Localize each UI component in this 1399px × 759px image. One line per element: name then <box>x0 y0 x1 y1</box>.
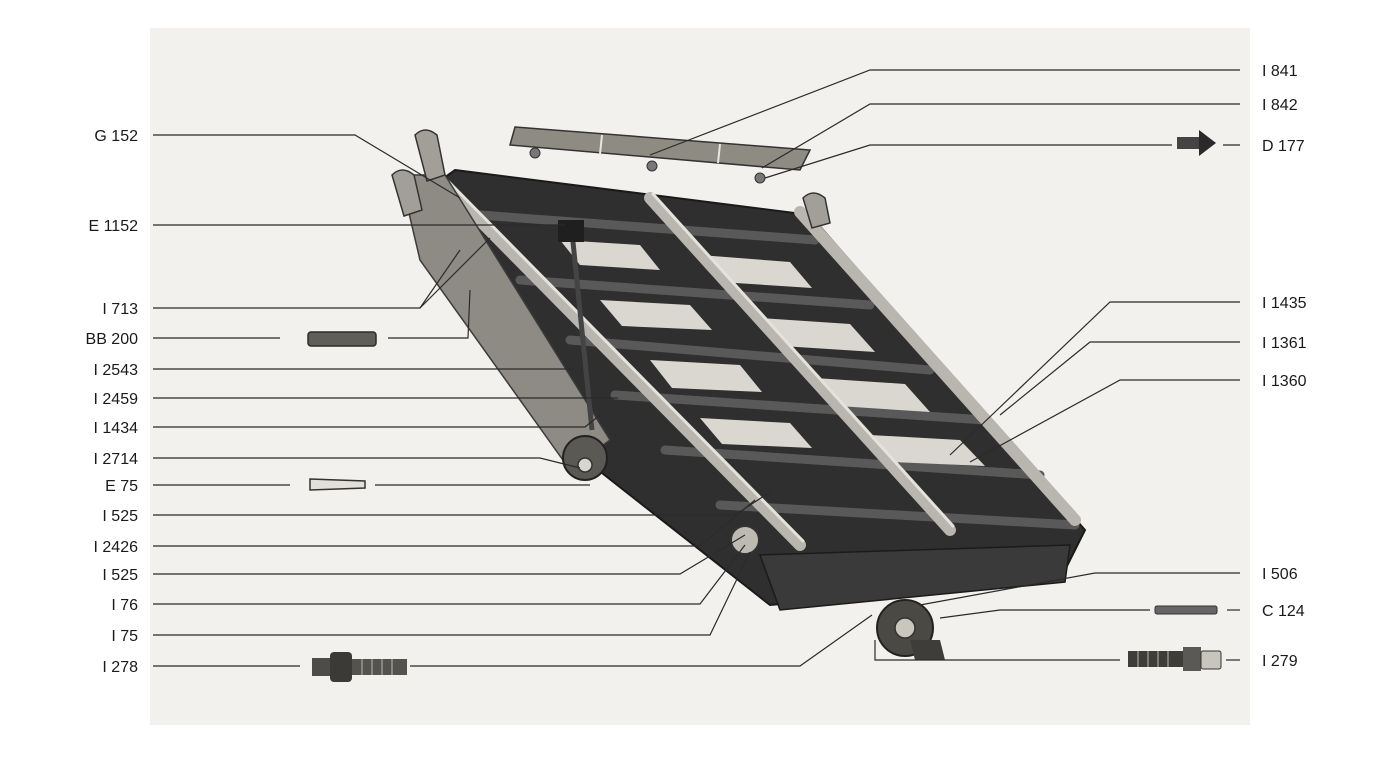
rail-highlights <box>441 174 955 543</box>
roller-hub <box>894 617 916 639</box>
roller-bracket <box>910 640 945 660</box>
label-i75: I 75 <box>111 628 138 645</box>
lower-deck <box>758 544 1071 611</box>
block-e1152 <box>558 220 584 242</box>
label-g152: G 152 <box>94 128 138 145</box>
label-e75: E 75 <box>105 478 138 495</box>
label-i2459: I 2459 <box>94 391 139 408</box>
label-i713: I 713 <box>102 301 138 318</box>
label-i1361: I 1361 <box>1262 335 1307 352</box>
label-i2714: I 2714 <box>94 451 139 468</box>
leader-lines <box>153 69 1240 667</box>
label-bb200: BB 200 <box>86 331 139 348</box>
label-i1434: I 1434 <box>94 420 139 437</box>
label-c124: C 124 <box>1262 603 1305 620</box>
side-rails <box>434 174 1081 551</box>
part-d177-screw <box>1177 130 1216 156</box>
part-bb200-pin <box>307 331 377 347</box>
label-i2426: I 2426 <box>94 539 139 556</box>
label-i279: I 279 <box>1262 653 1298 670</box>
label-d177: D 177 <box>1262 138 1305 155</box>
label-i1360: I 1360 <box>1262 373 1307 390</box>
label-i841: I 841 <box>1262 63 1298 80</box>
pivot-pin <box>577 457 593 473</box>
labels-right: I 841 I 842 D 177 I 1435 I 1361 I 1360 I… <box>1262 63 1307 670</box>
label-i2543: I 2543 <box>94 362 139 379</box>
label-i76: I 76 <box>111 597 138 614</box>
hook-left-top <box>414 129 446 182</box>
label-e1152: E 1152 <box>88 218 138 235</box>
labels-left: G 152 E 1152 I 713 BB 200 I 2543 I 2459 … <box>86 128 139 676</box>
part-i279-bolt <box>1128 647 1222 671</box>
part-e75-taper-pin <box>309 478 366 491</box>
label-i842: I 842 <box>1262 97 1298 114</box>
hook-left-mid <box>391 169 423 217</box>
label-i506: I 506 <box>1262 566 1298 583</box>
label-i525-upper: I 525 <box>102 508 138 525</box>
hub-lower <box>730 525 760 555</box>
frame-assembly <box>391 129 1087 660</box>
hook-right-top <box>802 192 831 229</box>
label-i1435: I 1435 <box>1262 295 1307 312</box>
part-i278-bolt <box>312 652 407 682</box>
part-i841-strip <box>509 126 812 184</box>
link-rod <box>569 231 595 431</box>
label-i525-lower: I 525 <box>102 567 138 584</box>
part-c124-rod <box>1154 605 1218 615</box>
label-i278: I 278 <box>102 659 138 676</box>
